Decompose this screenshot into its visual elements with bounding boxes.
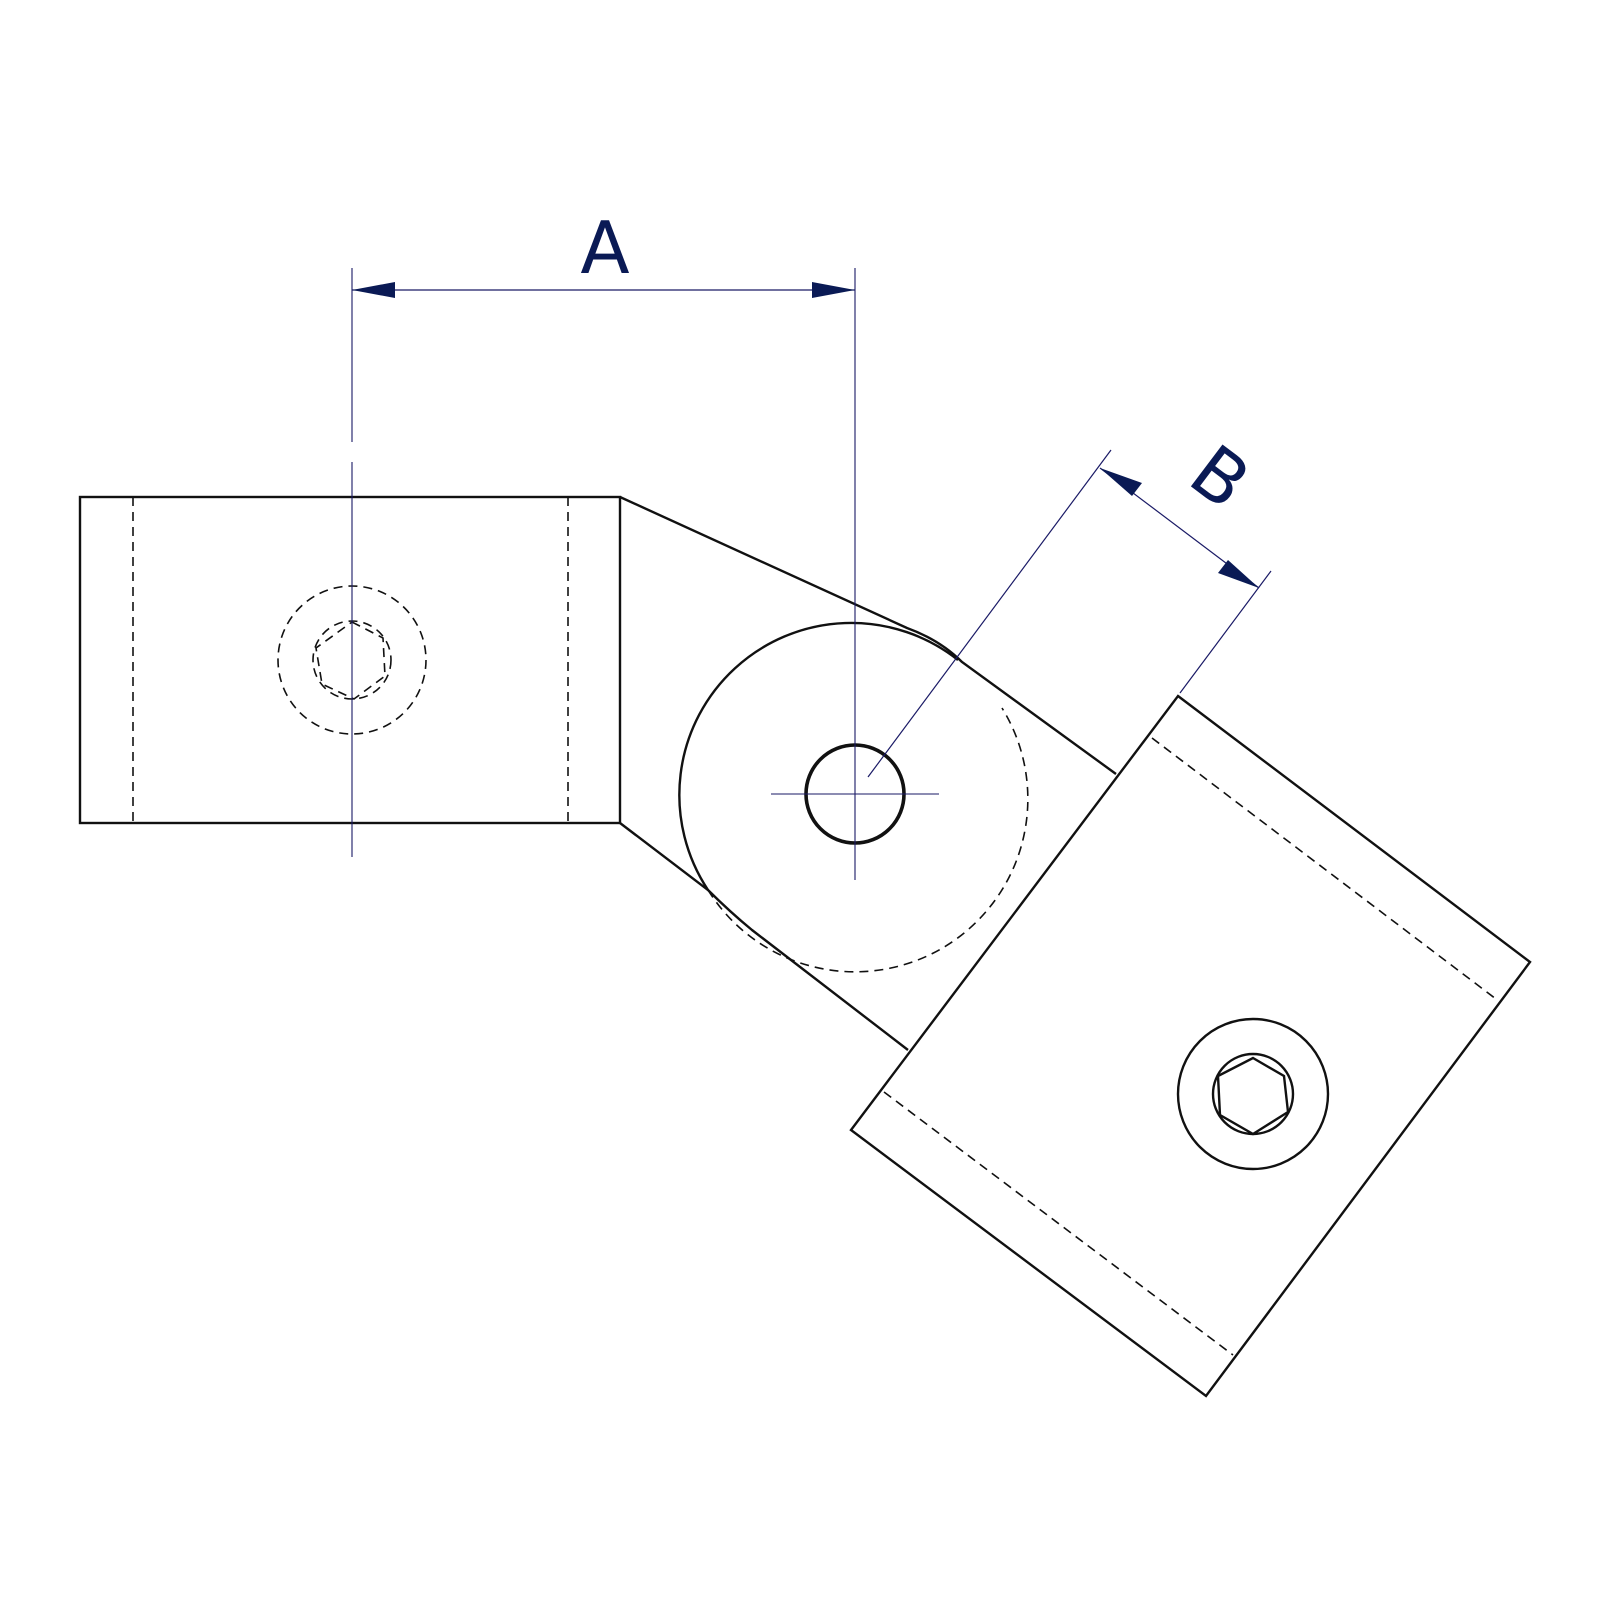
right-socket-bore-hidden-bottom xyxy=(883,1091,1234,1356)
dimension-a-arrow-right xyxy=(812,282,855,298)
hinge-arm xyxy=(619,268,1117,1051)
hinge-disc-visible-arc xyxy=(678,621,959,891)
right-hex-socket xyxy=(1216,1056,1290,1136)
dimension-a-label: A xyxy=(580,206,629,290)
dimension-b-extension-right xyxy=(1179,570,1272,694)
left-hex-socket-hidden xyxy=(315,621,386,700)
dimension-b-extension-left xyxy=(867,449,1112,778)
hinge-arm-upper-edge xyxy=(619,495,1117,775)
left-socket-outline xyxy=(78,495,622,825)
left-socket xyxy=(78,268,622,857)
right-socket-outline xyxy=(849,694,1532,1398)
dimension-b-arrow-bottom xyxy=(1218,560,1259,588)
dimension-b-label: B xyxy=(1175,429,1265,526)
hinge-arm-lower-edge xyxy=(619,822,909,1051)
right-set-screw-socket xyxy=(1211,1052,1295,1136)
right-socket xyxy=(849,694,1532,1398)
right-set-screw-head xyxy=(1176,1017,1330,1171)
dimension-b-arrow-top xyxy=(1100,468,1142,496)
dimension-b: B xyxy=(867,429,1272,778)
dimension-a-arrow-left xyxy=(352,282,395,298)
hinge-disc-hidden-arc xyxy=(707,707,1029,973)
dimension-a: A xyxy=(352,206,855,298)
right-socket-bore-hidden-top xyxy=(1151,737,1497,1000)
